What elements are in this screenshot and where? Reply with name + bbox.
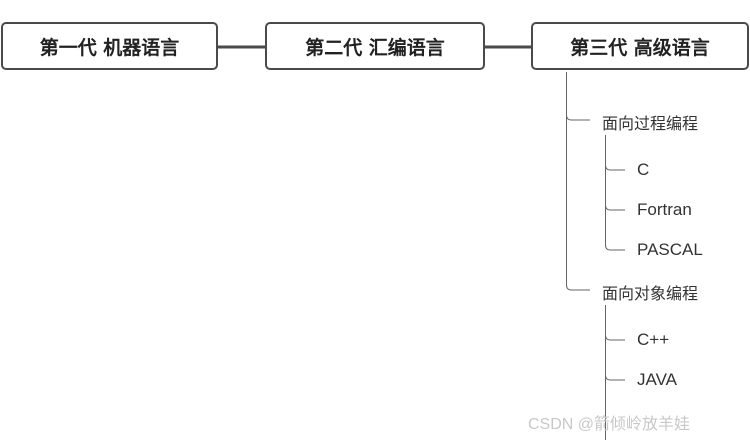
branch-trunk xyxy=(566,72,590,291)
subbranch-cpp xyxy=(605,334,625,341)
node-gen3-high-level-language[interactable]: 第三代 高级语言 xyxy=(531,22,749,70)
subbranch-java xyxy=(605,374,625,381)
node-lang-fortran[interactable]: Fortran xyxy=(637,200,692,219)
watermark: CSDN @箭倾岭放羊娃 xyxy=(528,416,691,433)
subbranch-fortran xyxy=(605,204,625,211)
node-lang-pascal[interactable]: PASCAL xyxy=(637,240,703,259)
node-gen1-machine-language[interactable]: 第一代 机器语言 xyxy=(1,22,218,70)
node-gen3-label: 第三代 高级语言 xyxy=(570,36,710,59)
subbranch-procedural-trunk xyxy=(605,135,625,251)
node-object-oriented-programming[interactable]: 面向对象编程 xyxy=(602,284,699,303)
subbranch-c xyxy=(605,164,625,171)
node-gen2-assembly-language[interactable]: 第二代 汇编语言 xyxy=(265,22,485,70)
node-lang-c[interactable]: C xyxy=(637,160,650,179)
branch-procedural xyxy=(566,114,590,121)
node-lang-cpp[interactable]: C++ xyxy=(637,330,670,349)
node-gen2-label: 第二代 汇编语言 xyxy=(305,36,445,59)
node-gen1-label: 第一代 机器语言 xyxy=(39,36,180,59)
node-procedural-programming[interactable]: 面向过程编程 xyxy=(602,114,699,133)
node-lang-java[interactable]: JAVA xyxy=(637,370,677,389)
